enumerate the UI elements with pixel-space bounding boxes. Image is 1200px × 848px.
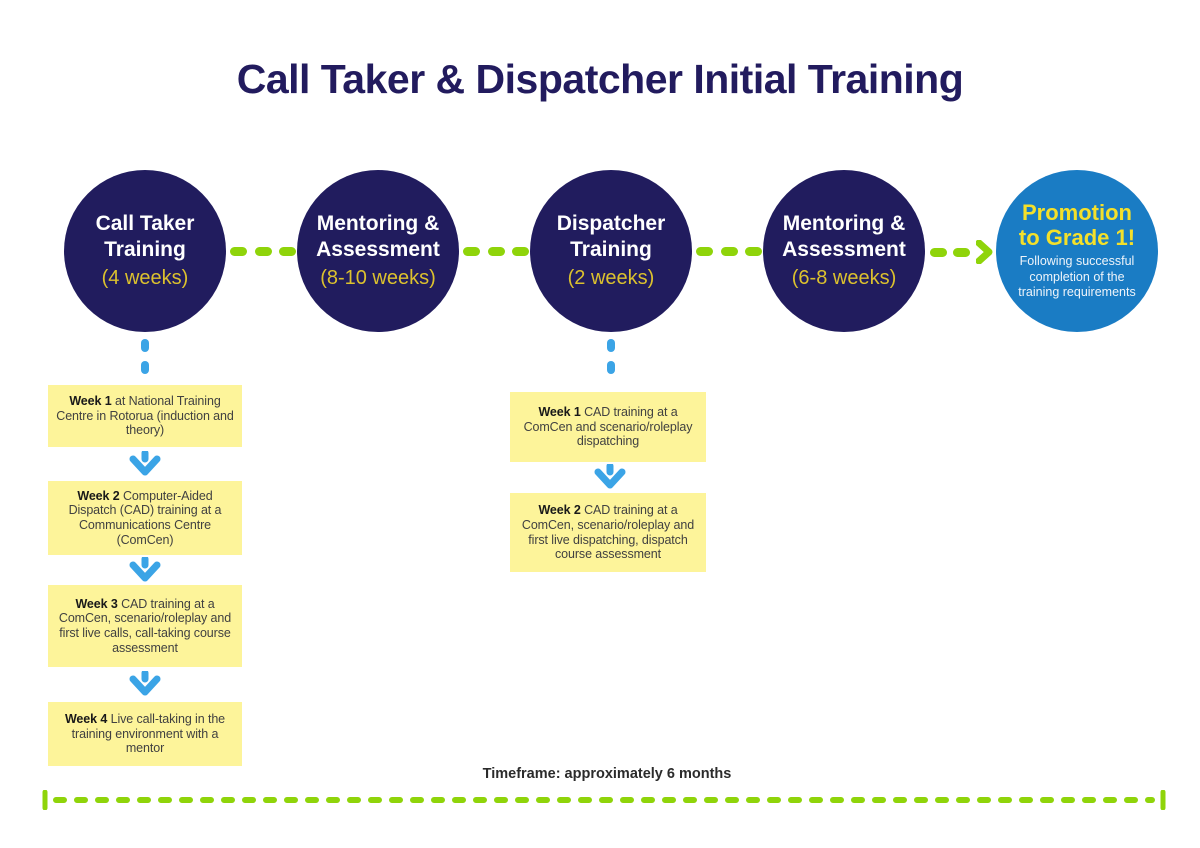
dash (696, 247, 713, 256)
down-arrow-icon (129, 557, 161, 582)
week-box-dispatcher-1: Week 1 CAD training at a ComCen and scen… (510, 392, 706, 462)
page-title: Call Taker & Dispatcher Initial Training (236, 56, 964, 102)
dash (230, 247, 247, 256)
stage-duration: (2 weeks) (567, 266, 655, 289)
dashed-connector (696, 247, 762, 256)
stage-circle-mentoring-assessment-1: Mentoring &Assessment (8-10 weeks) (297, 170, 459, 332)
week-text: at National Training Centre in Rotorua (… (56, 393, 234, 438)
week-box-dispatcher-2: Week 2 CAD training at a ComCen, scenari… (510, 493, 706, 572)
dash (953, 247, 970, 257)
week-box-call-taker-2: Week 2 Computer-Aided Dispatch (CAD) tra… (48, 481, 242, 555)
down-arrow-icon (129, 451, 161, 476)
week-label: Week 1 (69, 393, 112, 408)
week-label: Week 2 (538, 503, 581, 517)
stage-name: Mentoring &Assessment (316, 212, 440, 261)
stage-circle-mentoring-assessment-2: Mentoring &Assessment (6-8 weeks) (763, 170, 925, 332)
stage-duration: (8-10 weeks) (320, 266, 436, 289)
week-box-call-taker-4: Week 4 Live call-taking in the training … (48, 702, 242, 766)
stage-duration: (4 weeks) (101, 266, 189, 289)
dash (254, 247, 272, 256)
week-label: Week 1 (538, 404, 581, 419)
dash (141, 361, 149, 374)
stage-duration: (6-8 weeks) (791, 266, 897, 289)
week-label: Week 4 (64, 711, 108, 726)
dash (745, 247, 762, 256)
week-text: CAD training at a ComCen, scenario/rolep… (521, 503, 695, 562)
dash (607, 361, 615, 374)
dash (720, 247, 738, 256)
vertical-dashed-stub (141, 339, 149, 374)
dash (930, 247, 947, 257)
week-text: CAD training at a ComCen and scenario/ro… (523, 404, 693, 449)
week-label: Week 3 (75, 596, 118, 611)
week-label: Week 2 (77, 488, 120, 503)
week-text: CAD training at a ComCen, scenario/rolep… (58, 596, 232, 655)
dash (607, 339, 615, 352)
down-arrow-icon (594, 464, 626, 489)
dash (463, 247, 480, 256)
dash (141, 339, 149, 352)
down-arrow-icon (129, 671, 161, 696)
dashed-connector (463, 247, 529, 256)
week-box-call-taker-1: Week 1 at National Training Centre in Ro… (48, 385, 242, 447)
dash (279, 247, 296, 256)
dash (487, 247, 505, 256)
timeframe-label: Timeframe: approximately 6 months (482, 766, 732, 782)
week-box-call-taker-3: Week 3 CAD training at a ComCen, scenari… (48, 585, 242, 667)
promotion-subtitle: Following successful completion of the t… (1018, 254, 1136, 300)
dashed-arrow-connector (930, 240, 994, 264)
dash (512, 247, 529, 256)
timeline-dashed-bar (42, 790, 1166, 810)
right-arrowhead-icon (976, 240, 993, 264)
week-text: Live call-taking in the training environ… (71, 711, 226, 756)
stage-name: Mentoring &Assessment (782, 212, 906, 261)
dashed-connector (230, 247, 296, 256)
vertical-dashed-stub (607, 339, 615, 374)
week-text: Computer-Aided Dispatch (CAD) training a… (68, 488, 222, 547)
